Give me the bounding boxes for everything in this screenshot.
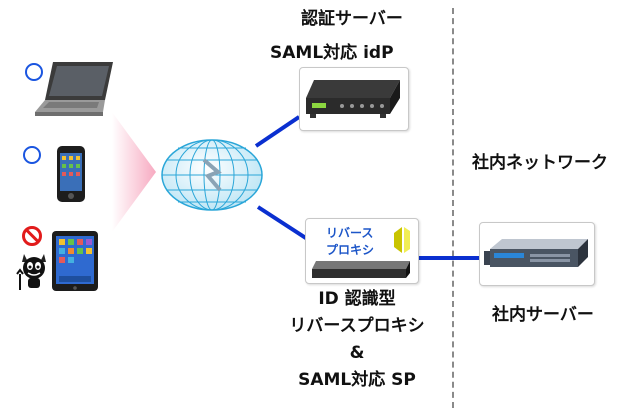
proxy-label-line-4: SAML対応 SP — [298, 370, 416, 390]
proxy-device-text-1: リバース — [326, 226, 374, 240]
auth-server-title: 認証サーバー — [301, 9, 403, 29]
connection-proxy-server — [418, 256, 480, 260]
laptop-icon — [35, 62, 113, 116]
proxy-appliance-icon — [312, 261, 410, 278]
internal-server-device — [479, 222, 595, 286]
proxy-device-text-2: プロキシ — [326, 243, 375, 257]
attacker-devil-icon — [16, 254, 46, 290]
reverse-proxy-device: リバース プロキシ — [305, 218, 419, 284]
access-arrow-icon — [112, 112, 156, 232]
rack-server-icon — [484, 239, 588, 267]
proxy-label-line-2: リバースプロキシ — [289, 316, 425, 336]
tablet-icon — [52, 231, 98, 291]
proxy-logo-icon — [394, 227, 410, 253]
appliance-icon — [306, 80, 400, 118]
proxy-label: ID 認識型 リバースプロキシ & SAML対応 SP — [262, 286, 452, 394]
client-blocked-mark — [22, 226, 42, 246]
client-allowed-mark-1 — [25, 63, 43, 81]
client-allowed-mark-2 — [23, 146, 41, 164]
smartphone-icon — [57, 146, 85, 202]
connection-internet-proxy — [256, 205, 308, 241]
auth-server-subtitle: SAML対応 idP — [270, 43, 394, 63]
internal-network-label: 社内ネットワーク — [472, 153, 608, 173]
proxy-label-line-3: & — [349, 343, 365, 363]
internal-server-label: 社内サーバー — [492, 305, 594, 325]
network-boundary-divider — [452, 8, 454, 408]
proxy-label-line-1: ID 認識型 — [318, 289, 396, 309]
auth-server-device — [299, 67, 409, 131]
internet-globe-icon — [161, 139, 263, 211]
